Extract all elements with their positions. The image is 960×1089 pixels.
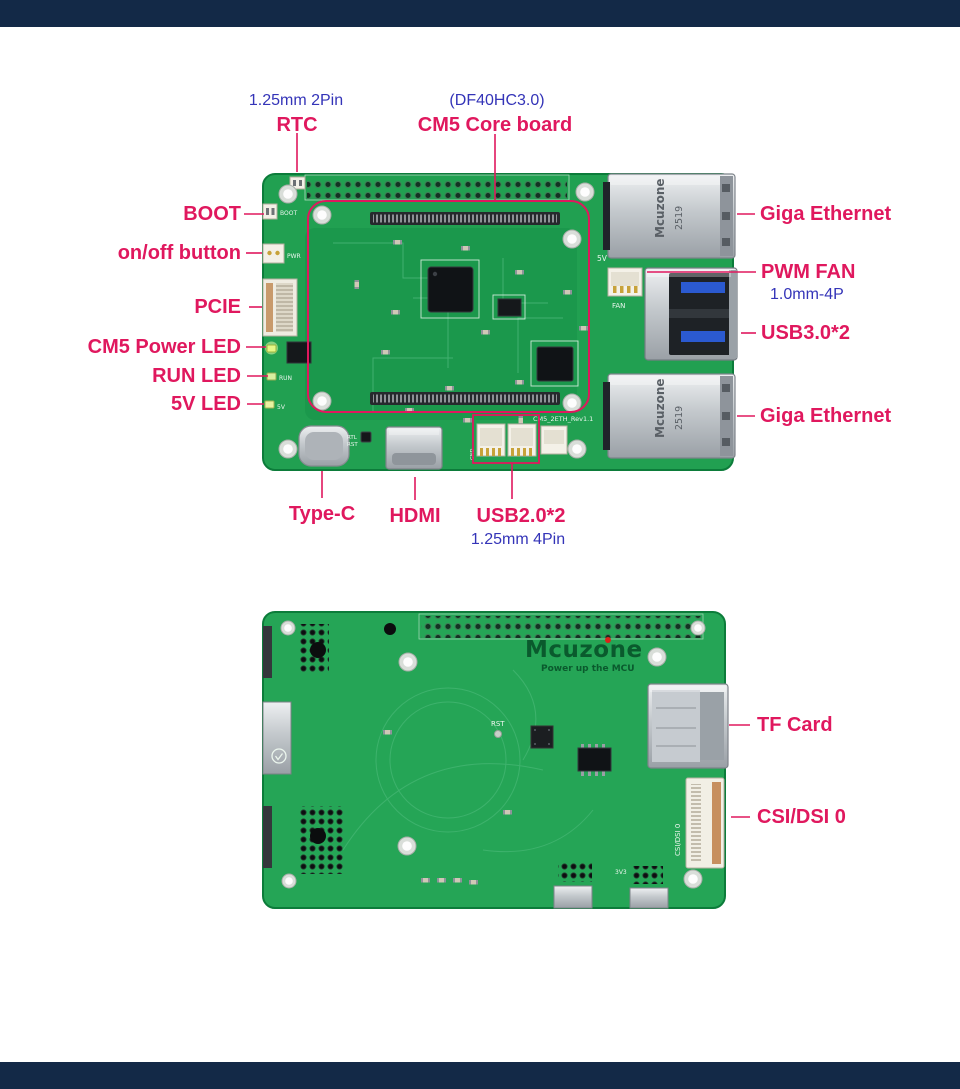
- top-banner: [0, 0, 960, 27]
- mounting-holes: [278, 182, 595, 459]
- silk-boot: BOOT: [280, 210, 297, 217]
- fan-connector: [607, 267, 643, 297]
- 5v-led: [264, 400, 275, 409]
- label-giga-eth-top: Giga Ethernet: [760, 203, 892, 225]
- label-usb2-pitch: 1.25mm 4Pin: [470, 531, 566, 548]
- bottom-shield-right: [629, 887, 669, 909]
- aux-connector: [540, 425, 568, 455]
- tf-card-slot: [647, 683, 729, 769]
- silkscreen-outlines: [420, 259, 579, 387]
- label-giga-eth-bottom: Giga Ethernet: [760, 405, 892, 427]
- label-type-c: Type-C: [288, 503, 356, 525]
- label-rtc: RTC: [276, 114, 318, 136]
- silk-pwr: PWR: [287, 253, 301, 260]
- label-pwm-fan: PWM FAN: [761, 261, 856, 283]
- callout-lines: [244, 133, 756, 818]
- usb2-connector-right: [507, 423, 537, 457]
- carrier-board-back-view: Mcuzone Power up the MCU RST: [262, 611, 729, 909]
- standoff-top: [310, 642, 326, 658]
- usb2-connector-left: [476, 423, 506, 457]
- giga-ethernet-port-bottom: [602, 373, 736, 459]
- csi-dsi-connector: [685, 777, 725, 869]
- logo-accent-dot: [605, 637, 611, 643]
- cm5-power-led: [265, 341, 278, 355]
- reset-button: [360, 431, 372, 443]
- silk-rst-back: RST: [491, 720, 505, 728]
- silk-fan: FAN: [612, 302, 625, 310]
- label-rtc-pitch: 1.25mm 2Pin: [248, 92, 344, 109]
- silk-revision: CM5_2ETH_Rev1.1: [533, 415, 593, 423]
- bottom-shield-left: [553, 885, 593, 909]
- label-usb2: USB2.0*2: [476, 505, 566, 527]
- logo-text: Mcuzone: [525, 637, 643, 663]
- screw-head: [384, 623, 396, 635]
- soc-chip: [427, 266, 474, 313]
- label-run-led: RUN LED: [152, 365, 241, 387]
- bottom-pin-cluster-right: [633, 866, 663, 884]
- small-chip: [497, 298, 522, 317]
- bottom-pin-cluster-left: [558, 862, 592, 882]
- type-c-connector: [298, 425, 350, 467]
- silk-rst: RST: [347, 442, 358, 448]
- boot-connector: [262, 203, 278, 220]
- df40-connector-bottom: [370, 392, 560, 405]
- label-onoff-button: on/off button: [117, 242, 241, 264]
- logo-slogan: Power up the MCU: [541, 664, 635, 674]
- pcie-ffc-connector: [262, 278, 298, 337]
- qfn-chip: [530, 725, 554, 749]
- usb3-connector: [644, 267, 738, 361]
- label-boot: BOOT: [183, 203, 241, 225]
- bottom-banner: [0, 1062, 960, 1089]
- certification-mark: [271, 748, 287, 764]
- giga-ethernet-port-top: [602, 173, 736, 259]
- label-fan-pitch: 1.0mm-4P: [770, 286, 844, 303]
- gpio-header: [304, 174, 570, 201]
- label-core-board: CM5 Core board: [417, 114, 573, 136]
- silk-5v: 5V: [597, 254, 608, 263]
- label-cm5-power-led: CM5 Power LED: [87, 336, 241, 358]
- ethernet-phy-chip: [536, 346, 574, 382]
- core-board-outline: [307, 200, 590, 413]
- pcb-shade: [305, 228, 577, 420]
- run-led: [266, 372, 277, 381]
- soic8-chip: [577, 744, 612, 776]
- power-button-connector: [262, 243, 285, 264]
- reset-pad: [494, 730, 502, 738]
- silk-run: RUN: [279, 375, 292, 382]
- label-5v-led: 5V LED: [170, 393, 241, 415]
- pcb-back-traces: [342, 669, 594, 853]
- rtc-connector: [289, 176, 306, 190]
- gpio-header-back: [418, 613, 704, 640]
- carrier-board-top-view: 5V FAN BOOT PWR: [262, 173, 738, 471]
- silk-csi-dsi: CSI/DSI 0: [674, 824, 682, 856]
- label-core-connector: (DF40HC3.0): [449, 92, 545, 109]
- label-hdmi: HDMI: [389, 505, 441, 527]
- mcuzone-logo: Mcuzone Power up the MCU: [525, 637, 643, 674]
- label-tf-card: TF Card: [757, 714, 833, 736]
- label-csi-dsi: CSI/DSI 0: [757, 806, 846, 828]
- edge-connector-shadow-top: [263, 626, 272, 678]
- label-usb3: USB3.0*2: [761, 322, 850, 344]
- df40-connector-top: [370, 212, 560, 225]
- silk-3v3: 3V3: [615, 869, 627, 876]
- hdmi-shield-back: [262, 701, 292, 775]
- silk-rtl: RTL: [347, 435, 358, 441]
- edge-connector-shadow-bottom: [263, 806, 272, 868]
- label-pcie: PCIE: [194, 296, 241, 318]
- hdmi-connector: [385, 426, 443, 470]
- usb2-outline: [472, 414, 540, 464]
- silk-5v-led: 5V: [277, 404, 286, 411]
- power-ic: [286, 341, 312, 364]
- mounting-holes-back: [280, 620, 706, 889]
- standoff-bottom: [310, 828, 326, 844]
